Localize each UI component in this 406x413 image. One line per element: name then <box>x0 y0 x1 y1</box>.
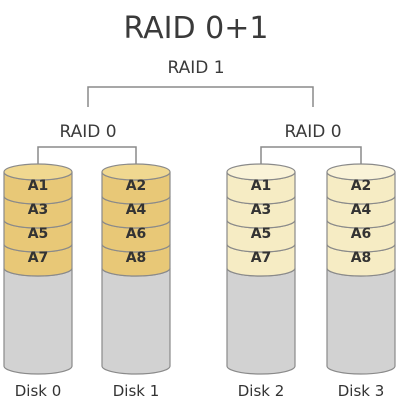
disk-label: Disk 3 <box>338 382 385 400</box>
disk-top-cap <box>101 163 171 181</box>
disk-empty-space <box>326 267 396 375</box>
block-label: A4 <box>126 202 147 218</box>
stripe-connector-left <box>37 146 137 164</box>
disk-empty-space <box>226 267 296 375</box>
block-label: A8 <box>351 250 372 266</box>
block-label: A6 <box>126 226 147 242</box>
block-label: A1 <box>251 178 272 194</box>
disk-empty-space <box>3 267 73 375</box>
block-label: A7 <box>28 250 49 266</box>
disk-top-cap <box>3 163 73 181</box>
block-label: A1 <box>28 178 49 194</box>
block-label: A8 <box>126 250 147 266</box>
stripe-group-label-left: RAID 0 <box>59 122 116 142</box>
stripe-group-label-right: RAID 0 <box>284 122 341 142</box>
block-label: A6 <box>351 226 372 242</box>
mirror-connector <box>87 86 314 107</box>
block-label: A4 <box>351 202 372 218</box>
stripe-connector-right <box>260 146 362 164</box>
block-label: A5 <box>251 226 272 242</box>
block-label: A3 <box>251 202 272 218</box>
disk-top-cap <box>226 163 296 181</box>
block-label: A2 <box>351 178 372 194</box>
disk-top-cap <box>326 163 396 181</box>
mirror-label: RAID 1 <box>167 58 224 78</box>
block-label: A3 <box>28 202 49 218</box>
block-label: A7 <box>251 250 272 266</box>
block-label: A2 <box>126 178 147 194</box>
disk-label: Disk 2 <box>238 382 285 400</box>
connector-lines <box>37 86 362 164</box>
disk-label: Disk 0 <box>15 382 62 400</box>
disk-label: Disk 1 <box>113 382 160 400</box>
diagram-title: RAID 0+1 <box>124 11 269 46</box>
disk-empty-space <box>101 267 171 375</box>
block-label: A5 <box>28 226 49 242</box>
